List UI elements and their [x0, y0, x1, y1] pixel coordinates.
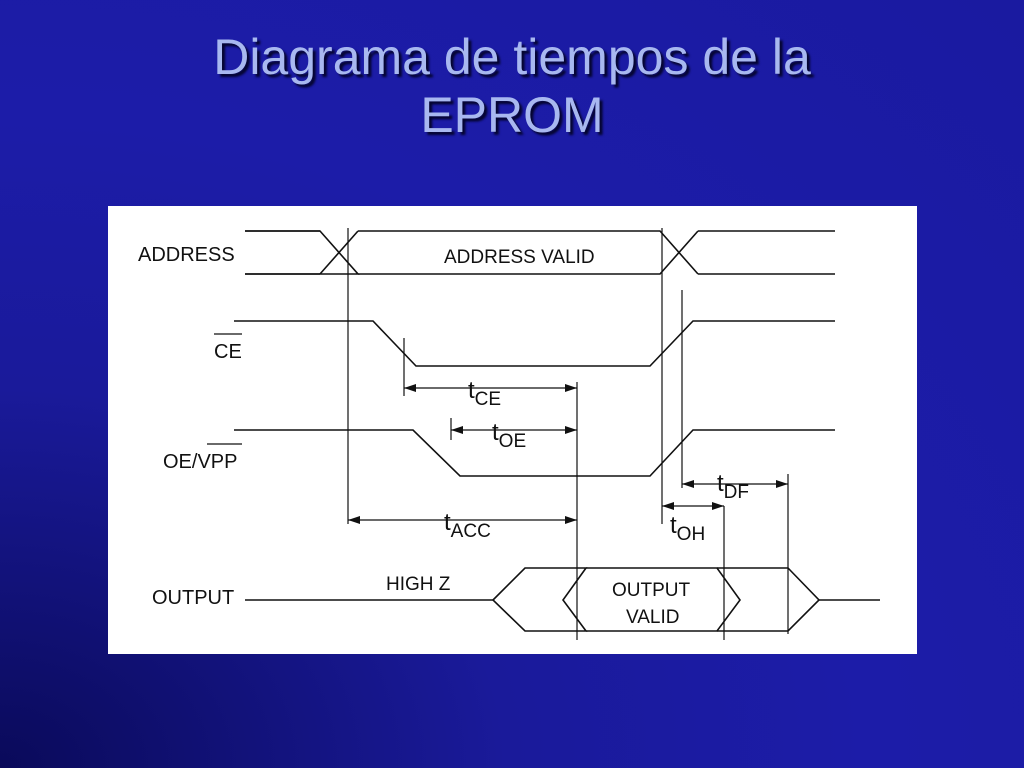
tacc-arrow [348, 516, 577, 524]
tdf-arrow [682, 480, 788, 488]
address-valid-label: ADDRESS VALID [444, 247, 595, 268]
tacc-label: tACC [444, 509, 491, 542]
output-waveform [245, 567, 880, 632]
oe-waveform [234, 429, 835, 477]
high-z-label: HIGH Z [386, 574, 451, 595]
toh-arrow [662, 502, 724, 510]
signal-label-output: OUTPUT [152, 587, 234, 609]
slide-title: Diagrama de tiempos de la EPROM [0, 28, 1024, 144]
slide-title-line1: Diagrama de tiempos de la [213, 29, 811, 85]
signal-label-oe-vpp: OE/VPP [163, 451, 237, 473]
signal-label-address: ADDRESS [138, 244, 235, 266]
output-valid-label-line2: VALID [626, 607, 680, 628]
ce-waveform [234, 320, 835, 367]
toe-label: tOE [492, 419, 526, 452]
timing-diagram-panel: ADDRESS ADDRESS VALID CE OE/VPP OUTPUT H… [108, 206, 917, 654]
tce-label: tCE [468, 377, 501, 410]
tdf-label: tDF [717, 470, 749, 503]
signal-label-ce: CE [214, 341, 242, 363]
address-waveform [245, 230, 835, 275]
output-valid-label-line1: OUTPUT [612, 580, 691, 601]
toh-label: tOH [670, 512, 705, 545]
tce-arrow [404, 384, 577, 392]
toe-arrow [451, 426, 577, 434]
slide-title-line2: EPROM [420, 87, 604, 143]
timing-diagram: ADDRESS ADDRESS VALID CE OE/VPP OUTPUT H… [138, 228, 880, 640]
